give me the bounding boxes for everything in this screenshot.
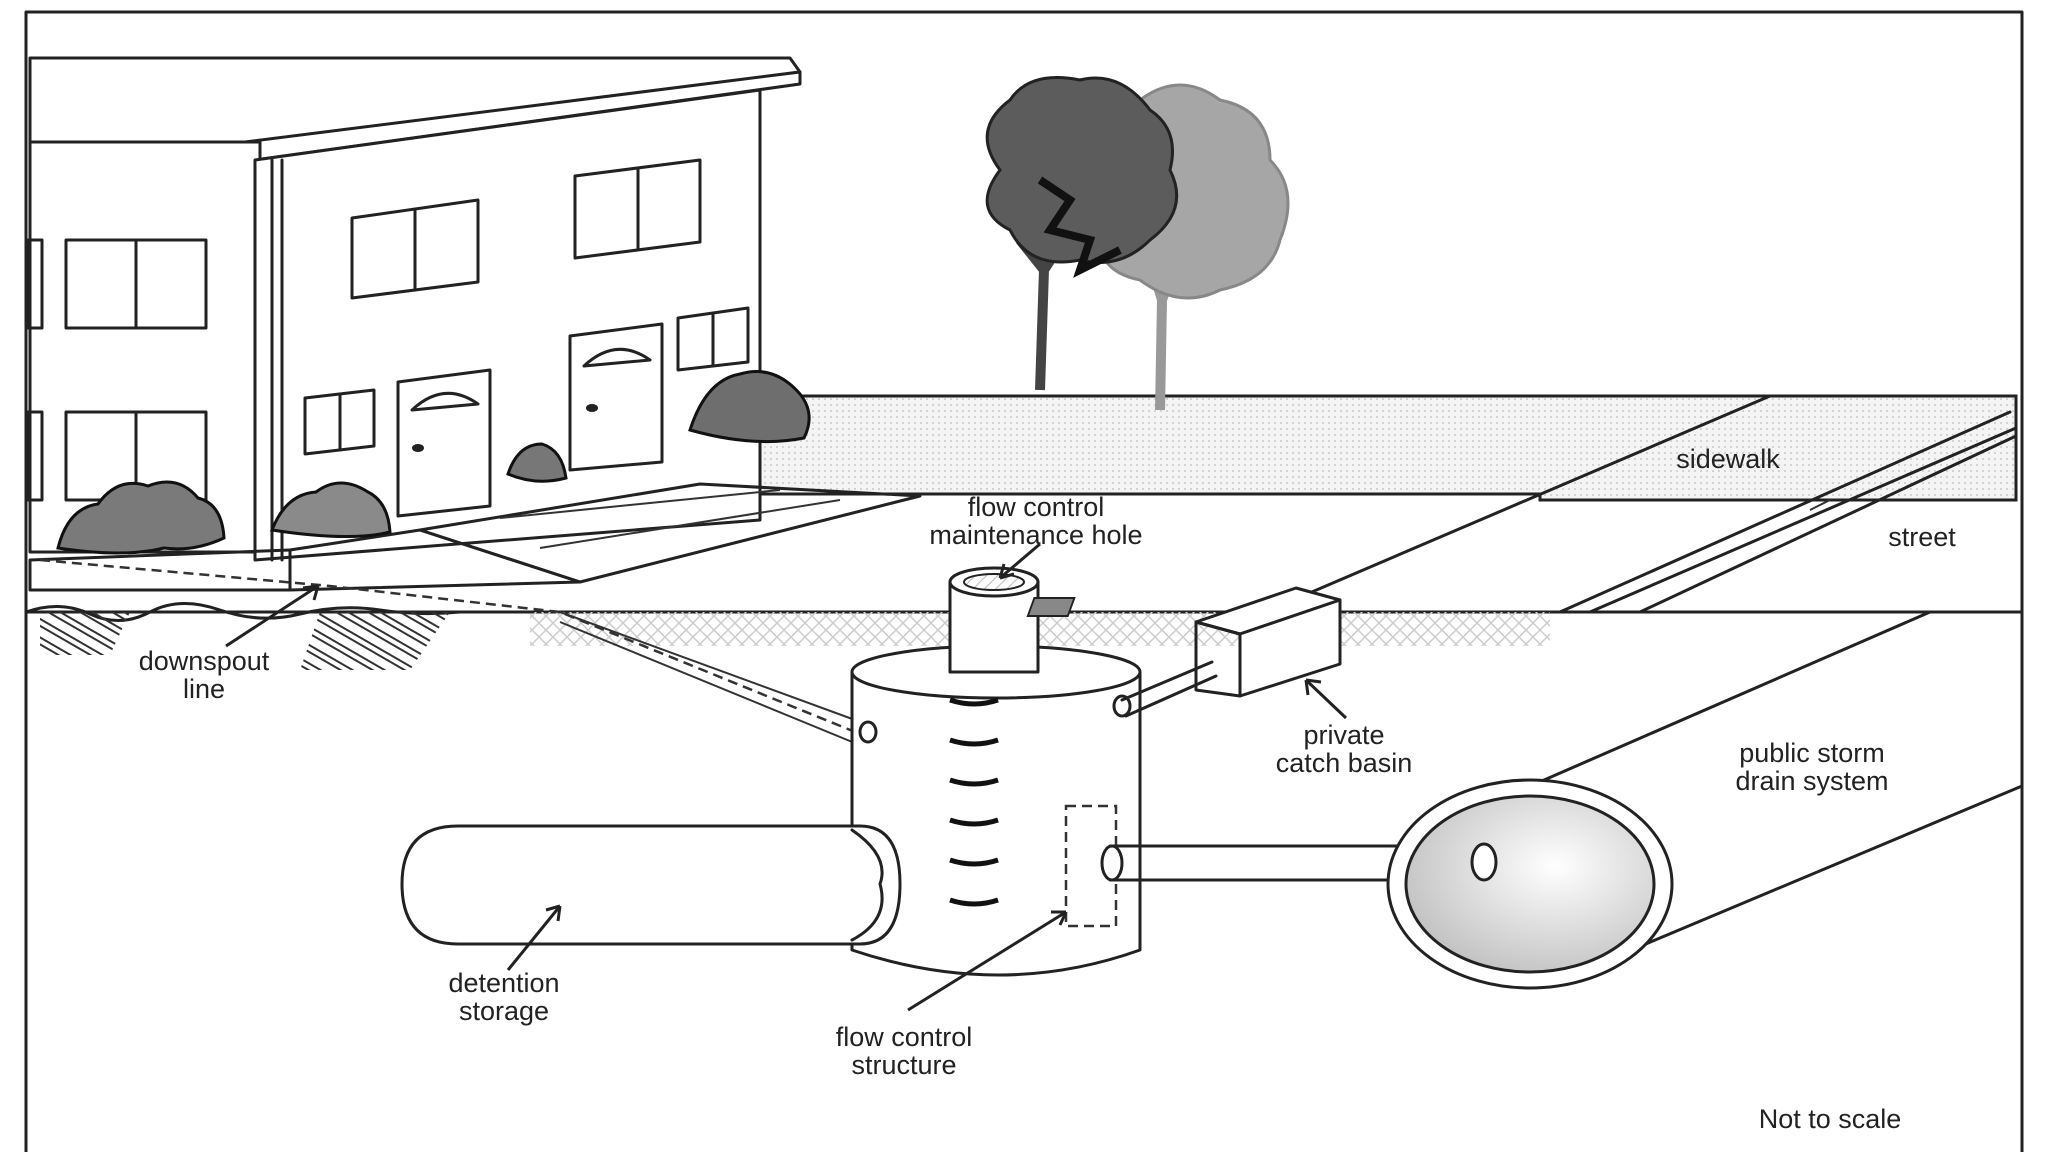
flow-control-structure bbox=[850, 566, 1142, 977]
trees bbox=[985, 76, 1290, 411]
soil-fill bbox=[530, 612, 1550, 646]
outer-border bbox=[24, 10, 2024, 1152]
paving-mid bbox=[300, 612, 450, 670]
label-catch-basin-2: catch basin bbox=[1276, 748, 1413, 778]
label-flow-control-mh-2: maintenance hole bbox=[929, 520, 1142, 550]
detention-storage-tank bbox=[400, 824, 902, 946]
label-not-to-scale: Not to scale bbox=[1759, 1104, 1902, 1134]
paving-left bbox=[40, 612, 130, 655]
label-flow-structure-2: structure bbox=[851, 1050, 956, 1080]
downspout-pipe-walls bbox=[559, 611, 867, 747]
label-sidewalk: sidewalk bbox=[1676, 444, 1780, 474]
label-downspout-2: line bbox=[183, 674, 225, 704]
label-flow-control-mh-1: flow control bbox=[968, 492, 1105, 522]
label-street: street bbox=[1888, 522, 1956, 552]
label-detention-2: storage bbox=[459, 996, 549, 1026]
label-catch-basin-1: private bbox=[1303, 720, 1384, 750]
outlet-pipe bbox=[1100, 844, 1422, 882]
public-storm-drain-pipe bbox=[1386, 610, 2024, 990]
label-detention-1: detention bbox=[448, 968, 559, 998]
private-catch-basin bbox=[1026, 586, 1342, 718]
label-public-storm-1: public storm bbox=[1739, 738, 1885, 768]
shrubs bbox=[56, 370, 811, 555]
downspout-pipe bbox=[39, 558, 871, 740]
label-flow-structure-1: flow control bbox=[836, 1022, 973, 1052]
house bbox=[26, 56, 922, 592]
label-downspout-1: downspout bbox=[139, 646, 270, 676]
label-public-storm-2: drain system bbox=[1735, 766, 1888, 796]
leader-lines bbox=[225, 542, 1348, 1012]
